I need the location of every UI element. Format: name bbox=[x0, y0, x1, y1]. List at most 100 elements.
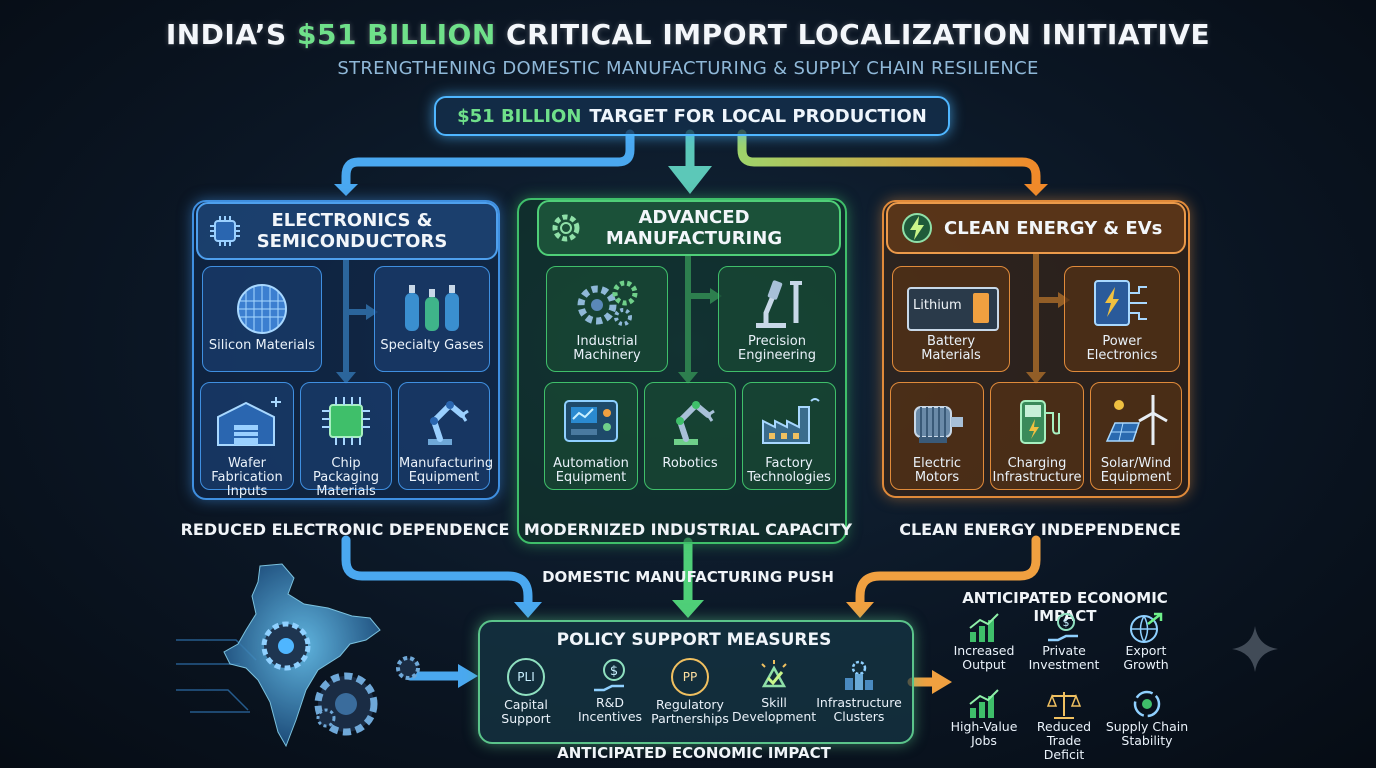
page-title: INDIA’S $51 BILLION CRITICAL IMPORT LOCA… bbox=[165, 18, 1211, 51]
dollar-hand-icon: $ bbox=[594, 659, 625, 692]
manufacturing-header: ADVANCED MANUFACTURING bbox=[537, 200, 841, 256]
gear-icon bbox=[316, 708, 336, 728]
robot-arm-icon bbox=[428, 400, 469, 445]
target-text: TARGET FOR LOCAL PRODUCTION bbox=[589, 105, 927, 127]
arrow-to-electronics bbox=[341, 129, 635, 191]
title-highlight: $51 BILLION bbox=[296, 18, 496, 51]
cluster-icon bbox=[845, 660, 873, 690]
target-banner: $51 BILLION TARGET FOR LOCAL PRODUCTION bbox=[434, 96, 950, 136]
target-highlight: $51 BILLION bbox=[457, 105, 582, 127]
skill-icon bbox=[761, 660, 787, 688]
electronics-header: ELECTRONICS & SEMICONDUCTORS bbox=[196, 202, 498, 260]
lightning-icon bbox=[902, 213, 932, 243]
gear-icon bbox=[396, 656, 420, 680]
factory-icon bbox=[762, 398, 820, 444]
robot-arm-icon bbox=[674, 400, 715, 445]
manufacturing-title-line2: MANUFACTURING bbox=[605, 228, 783, 249]
globe-arrow-icon bbox=[1130, 612, 1163, 643]
electronics-title-line2: SEMICONDUCTORS bbox=[256, 231, 448, 252]
energy-title: CLEAN ENERGY & EVs bbox=[944, 217, 1163, 239]
cycle-icon bbox=[1133, 690, 1161, 718]
scales-icon bbox=[1046, 692, 1082, 719]
push-label: DOMESTIC MANUFACTURING PUSH bbox=[542, 568, 834, 586]
policy-footer: ANTICIPATED ECONOMIC IMPACT bbox=[557, 744, 831, 762]
chip-icon bbox=[322, 397, 370, 445]
bar-growth-icon bbox=[969, 613, 999, 642]
gas-cylinders-icon bbox=[405, 285, 459, 331]
wafer-icon bbox=[237, 284, 287, 334]
arrow-electronics-to-policy bbox=[341, 535, 533, 611]
electronics-outcome: REDUCED ELECTRONIC DEPENDENCE bbox=[180, 520, 510, 539]
gears-icon bbox=[577, 280, 638, 326]
india-map-illustration bbox=[223, 563, 420, 748]
svg-text:$: $ bbox=[1063, 616, 1070, 629]
svg-text:$: $ bbox=[610, 664, 618, 679]
page-subtitle: STRENGTHENING DOMESTIC MANUFACTURING & S… bbox=[337, 58, 1039, 79]
electronics-item-silicon-materials: Silicon Materials bbox=[202, 266, 322, 372]
solar-wind-icon bbox=[1105, 395, 1168, 445]
gear-icon bbox=[552, 214, 580, 242]
manufacturing-item-robotics: Robotics bbox=[644, 382, 736, 490]
electronics-title-line1: ELECTRONICS & bbox=[271, 210, 433, 231]
energy-outcome: CLEAN ENERGY INDEPENDENCE bbox=[899, 520, 1181, 539]
item-label: Specialty Gases bbox=[380, 338, 484, 353]
pli-icon: PLI bbox=[507, 658, 545, 696]
impact-title: ANTICIPATED ECONOMIC IMPACT bbox=[962, 589, 1168, 625]
fab-building-icon bbox=[217, 397, 281, 446]
manufacturing-outcome: MODERNIZED INDUSTRIAL CAPACITY bbox=[523, 520, 853, 539]
microscope-icon bbox=[756, 280, 802, 328]
sparkle-icon bbox=[1232, 626, 1278, 672]
pp-icon: PP bbox=[671, 658, 709, 696]
control-panel-icon bbox=[564, 400, 618, 442]
battery-icon: Lithium bbox=[907, 287, 999, 331]
manufacturing-title-line1: ADVANCED bbox=[638, 207, 750, 228]
chip-icon bbox=[210, 216, 240, 246]
item-label: Silicon Materials bbox=[208, 338, 316, 353]
bar-growth-icon bbox=[969, 689, 999, 718]
electronics-item-specialty-gases: Specialty Gases bbox=[374, 266, 490, 372]
motor-icon bbox=[914, 406, 963, 443]
arrow-energy-to-policy bbox=[855, 535, 1041, 611]
policy-title: POLICY SUPPORT MEASURES bbox=[556, 630, 832, 650]
item-label: Robotics bbox=[662, 456, 718, 471]
lithium-badge: Lithium bbox=[913, 298, 962, 313]
energy-header: CLEAN ENERGY & EVs bbox=[886, 202, 1186, 254]
arrow-to-energy bbox=[737, 129, 1041, 191]
invest-hand-icon: $ bbox=[1048, 613, 1078, 642]
gear-icon bbox=[261, 621, 311, 671]
power-module-icon bbox=[1094, 280, 1147, 326]
